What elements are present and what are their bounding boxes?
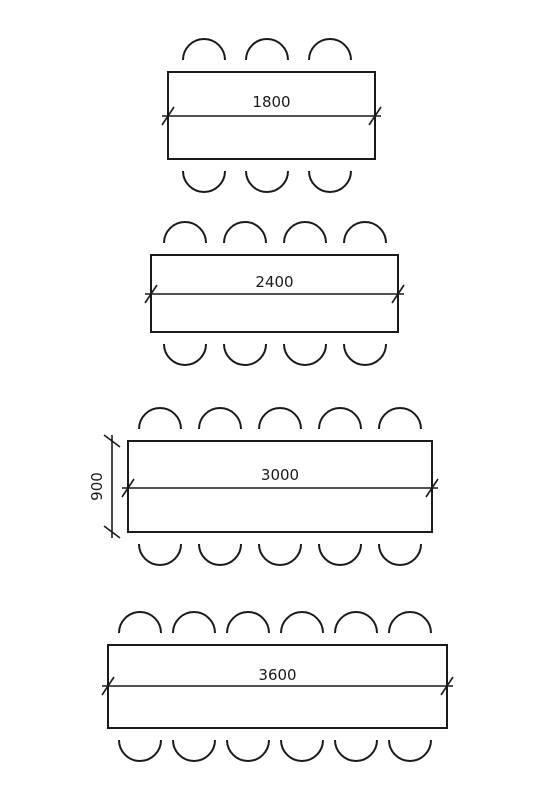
chair-bottom	[334, 739, 378, 762]
length-label: 3600	[258, 666, 296, 684]
chair-top	[378, 407, 422, 430]
chair-top	[172, 611, 216, 634]
chair-top	[280, 611, 324, 634]
chair-bottom	[198, 543, 242, 566]
chair-bottom	[280, 739, 324, 762]
table-2400: 2400	[144, 221, 405, 366]
chair-top	[334, 611, 378, 634]
chair-top	[138, 407, 182, 430]
length-label: 3000	[261, 466, 299, 484]
dimension-tick	[161, 106, 175, 126]
dimension-tick	[103, 525, 121, 539]
chair-bottom	[388, 739, 432, 762]
table-1800: 1800	[161, 38, 382, 193]
chair-top	[388, 611, 432, 634]
table-3000: 3000 900	[88, 407, 439, 566]
dimension-tick	[144, 284, 158, 304]
chair-bottom	[283, 343, 327, 366]
chair-bottom	[172, 739, 216, 762]
chair-top	[118, 611, 162, 634]
chair-bottom	[308, 170, 352, 193]
chair-top	[182, 38, 226, 61]
chair-top	[343, 221, 387, 244]
chair-top	[258, 407, 302, 430]
chair-bottom	[258, 543, 302, 566]
width-label: 900	[88, 472, 106, 501]
chair-top	[223, 221, 267, 244]
chair-bottom	[182, 170, 226, 193]
dimension-tick	[101, 676, 115, 696]
chair-bottom	[138, 543, 182, 566]
dimension-tick	[391, 284, 405, 304]
chair-bottom	[245, 170, 289, 193]
chair-bottom	[163, 343, 207, 366]
table-3600: 3600	[101, 611, 454, 762]
chair-bottom	[343, 343, 387, 366]
chair-top	[198, 407, 242, 430]
dimension-tick	[440, 676, 454, 696]
chair-top	[283, 221, 327, 244]
dimension-tick	[368, 106, 382, 126]
dimension-tick	[121, 478, 135, 498]
chair-bottom	[223, 343, 267, 366]
chair-top	[245, 38, 289, 61]
dimension-tick	[425, 478, 439, 498]
chair-top	[308, 38, 352, 61]
chair-top	[226, 611, 270, 634]
length-label: 2400	[255, 273, 293, 291]
chair-bottom	[378, 543, 422, 566]
table-outline	[127, 440, 433, 533]
chair-bottom	[318, 543, 362, 566]
chair-bottom	[226, 739, 270, 762]
length-label: 1800	[252, 93, 290, 111]
chair-top	[163, 221, 207, 244]
dimension-tick	[103, 434, 121, 448]
chair-top	[318, 407, 362, 430]
chair-bottom	[118, 739, 162, 762]
